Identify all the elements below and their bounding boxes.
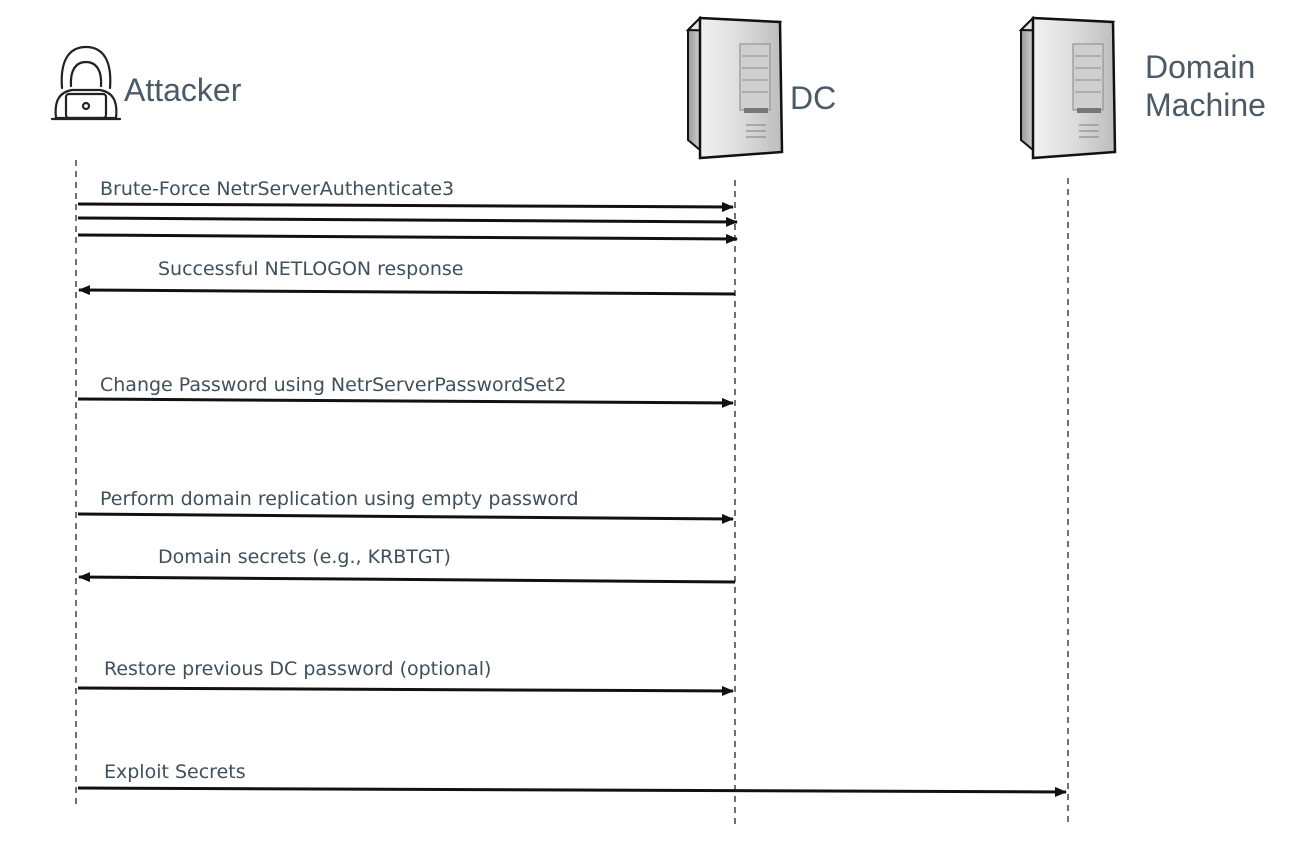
message-5-arrow [77,397,734,408]
hooded-hacker-icon [50,45,122,121]
message-9: Exploit Secrets [77,761,1067,797]
message-8-arrow [77,685,734,696]
message-7: Domain secrets (e.g., KRBTGT) [78,546,736,584]
attacker-label: Attacker [124,72,242,108]
message-9-arrow [77,786,1067,797]
message-1: Brute-Force NetrServerAuthenticate3 [77,178,734,212]
message-5: Change Password using NetrServerPassword… [77,374,734,408]
message-4: Successful NETLOGON response [78,258,736,296]
domain-machine-label-line2: Machine [1145,87,1266,123]
attacker-actor: Attacker [50,45,242,121]
message-5-label: Change Password using NetrServerPassword… [100,374,566,396]
message-2 [77,216,738,227]
message-8: Restore previous DC password (optional) [77,658,734,696]
message-3 [77,233,738,244]
message-7-arrow [78,572,736,584]
message-2-arrow [77,216,738,227]
server-tower-icon [685,15,784,160]
message-4-label: Successful NETLOGON response [158,258,463,280]
message-6-arrow [77,512,734,524]
message-7-label: Domain secrets (e.g., KRBTGT) [158,546,451,568]
dc-label: DC [790,80,836,116]
message-9-label: Exploit Secrets [104,761,246,783]
dc-actor: DC [685,15,836,160]
message-6: Perform domain replication using empty p… [77,488,734,524]
message-3-arrow [77,233,738,244]
message-8-label: Restore previous DC password (optional) [104,658,491,680]
message-1-label: Brute-Force NetrServerAuthenticate3 [100,178,454,200]
message-4-arrow [78,285,736,296]
domain-machine-label-line1: Domain [1145,49,1255,85]
domain-machine-actor: Domain Machine [1018,15,1266,160]
message-6-label: Perform domain replication using empty p… [100,488,579,510]
server-tower-icon [1018,15,1117,160]
message-1-arrow [77,201,734,212]
